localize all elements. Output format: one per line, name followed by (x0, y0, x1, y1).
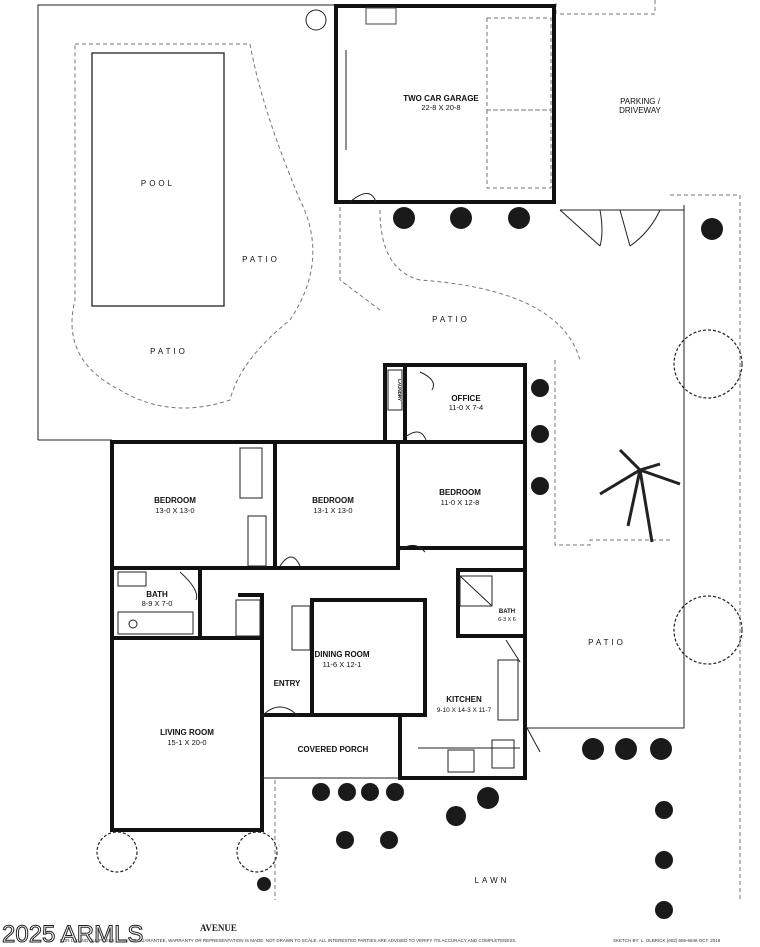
bath1-dim: 8-9 X 7-0 (142, 599, 173, 608)
parking-label: PARKING / (620, 97, 661, 106)
bedroom3-dim: 11-0 X 12-8 (441, 498, 480, 507)
bedroom3-label: BEDROOM (439, 488, 481, 497)
garage-side-doors (559, 209, 670, 247)
sketch-credit: SKETCH BY: L. OLBRICK (602) 686-6848 OCT… (613, 938, 721, 943)
bath2-label: BATH (499, 609, 515, 615)
office-dim: 11-0 X 7-4 (449, 403, 483, 412)
house-walls (110, 363, 527, 832)
shrubs (257, 207, 723, 919)
bedroom1-label: BEDROOM (154, 496, 196, 505)
pool (91, 52, 225, 307)
office-label: OFFICE (451, 394, 481, 403)
yard-boundaries (525, 205, 685, 729)
fixtures (117, 369, 541, 773)
living-dim: 15-1 X 20-0 (167, 738, 206, 747)
footer: AVENUE FOR LISTING PURPOSES ONLY. NO GUA… (2, 921, 721, 947)
driveway-label: DRIVEWAY (619, 106, 661, 115)
patio-upper-label: PATIO (242, 255, 280, 264)
dining-label: DINING ROOM (314, 650, 369, 659)
garage (334, 4, 556, 204)
kitchen-label: KITCHEN (446, 695, 482, 704)
porch-label: COVERED PORCH (298, 745, 369, 754)
bath2-dim: 6-3 X 6 (498, 617, 516, 623)
street-name: AVENUE (200, 923, 237, 933)
driveway-edges (274, 0, 741, 900)
bath1-label: BATH (146, 590, 168, 599)
bedroom2-dim: 13-1 X 13-0 (313, 506, 352, 515)
lawn-label: LAWN (475, 876, 510, 885)
patio-pool-label: PATIO (150, 347, 188, 356)
bedroom2-label: BEDROOM (312, 496, 354, 505)
patio-center-label: PATIO (432, 315, 470, 324)
outdoor-labels: POOL PATIO PATIO PATIO PATIO LAWN (141, 179, 626, 885)
watermark: 2025 ARMLS (2, 921, 143, 947)
trees (96, 329, 743, 873)
dining-dim: 11-6 X 12-1 (323, 660, 362, 669)
living-label: LIVING ROOM (160, 728, 214, 737)
disclaimer-text: FOR LISTING PURPOSES ONLY. NO GUARANTEE,… (60, 938, 517, 943)
bedroom1-dim: 13-0 X 13-0 (155, 506, 194, 515)
kitchen-dim: 9-10 X 14-3 X 11-7 (437, 707, 492, 714)
laundry-label: LAUNDRY (397, 379, 402, 401)
patio-right-label: PATIO (588, 638, 626, 647)
entry-label: ENTRY (274, 679, 301, 688)
garage-dim: 22-8 X 20-8 (421, 103, 460, 112)
garage-label: TWO CAR GARAGE (403, 94, 479, 103)
pool-label: POOL (141, 179, 175, 188)
pool-yard (37, 4, 334, 441)
room-labels: TWO CAR GARAGE 22-8 X 20-8 PARKING / DRI… (142, 94, 662, 754)
